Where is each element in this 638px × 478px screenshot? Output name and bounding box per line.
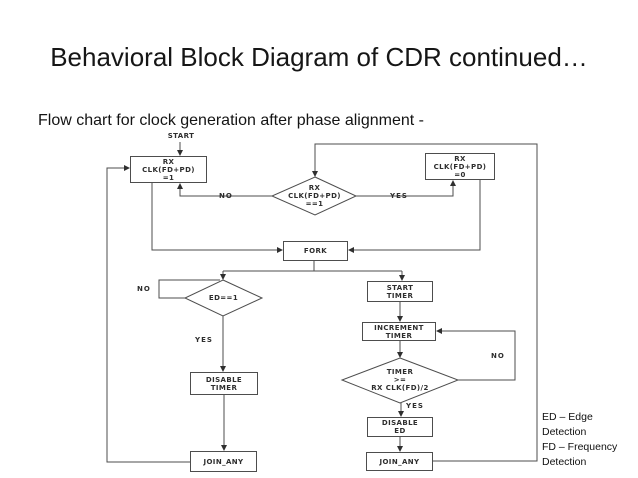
arrowhead: [348, 247, 354, 253]
label-check-clk: RX CLK(FD+PD) ==1: [288, 184, 341, 208]
arrowhead: [277, 247, 283, 253]
node-increment-timer: INCREMENT TIMER: [362, 322, 436, 341]
arrowhead: [124, 165, 130, 171]
edge-set0-to-fork: [354, 180, 481, 251]
legend-line-fd: FD – Frequency Detection: [542, 441, 618, 468]
arrowhead: [397, 316, 403, 322]
legend: ED – Edge Detection FD – Frequency Detec…: [542, 410, 638, 470]
diamond-check-clk: [270, 176, 358, 216]
edge-label-no-check-ed: NO: [137, 285, 151, 293]
arrowhead: [177, 183, 183, 189]
edge-label-yes-check-clk: YES: [390, 192, 408, 200]
node-set-rx-clk-0: RX CLK(FD+PD) =0: [425, 153, 495, 180]
node-set-rx-clk-1: RX CLK(FD+PD) =1: [130, 156, 207, 183]
start-label: START: [167, 132, 195, 140]
node-disable-timer: DISABLE TIMER: [190, 372, 258, 395]
edge-label-yes-check-timer: YES: [406, 402, 424, 410]
arrowhead: [398, 411, 404, 417]
arrowhead: [221, 445, 227, 451]
node-join-any-right: JOIN_ANY: [366, 452, 433, 471]
edge-joinright-to-checkclk: [314, 143, 538, 462]
diamond-check-ed: [183, 279, 264, 317]
arrowhead: [220, 274, 226, 280]
arrowhead: [450, 180, 456, 186]
node-start-timer: START TIMER: [367, 281, 433, 302]
arrowhead: [397, 446, 403, 452]
edge-label-yes-check-ed: YES: [195, 336, 213, 344]
slide-subtitle: Flow chart for clock generation after ph…: [38, 112, 424, 129]
node-fork: FORK: [283, 241, 348, 261]
arrowhead: [399, 275, 405, 281]
edge-checkclk-no: [179, 189, 272, 197]
slide-title: Behavioral Block Diagram of CDR continue…: [50, 42, 588, 72]
legend-line-ed: ED – Edge Detection: [542, 411, 593, 438]
edge-label-no-check-clk: NO: [219, 192, 233, 200]
node-join-any-left: JOIN_ANY: [190, 451, 257, 472]
arrowhead: [177, 150, 183, 156]
arrowhead: [397, 352, 403, 358]
label-check-timer: TIMER >= RX CLK(FD)/2: [371, 368, 429, 392]
edge-joinleft-feedback: [106, 167, 190, 463]
edge-label-no-check-timer: NO: [491, 352, 505, 360]
diamond-check-timer: [340, 357, 460, 404]
edge-set1-to-fork: [151, 183, 277, 251]
label-check-ed: ED==1: [208, 294, 239, 302]
edge-checked-no-loop: [158, 279, 220, 299]
arrowhead: [312, 171, 318, 177]
edge-checkclk-yes: [356, 186, 454, 197]
edge-checktimer-no-loop: [442, 330, 516, 381]
node-disable-ed: DISABLE ED: [367, 417, 433, 437]
arrowhead: [220, 366, 226, 372]
arrowhead: [436, 328, 442, 334]
